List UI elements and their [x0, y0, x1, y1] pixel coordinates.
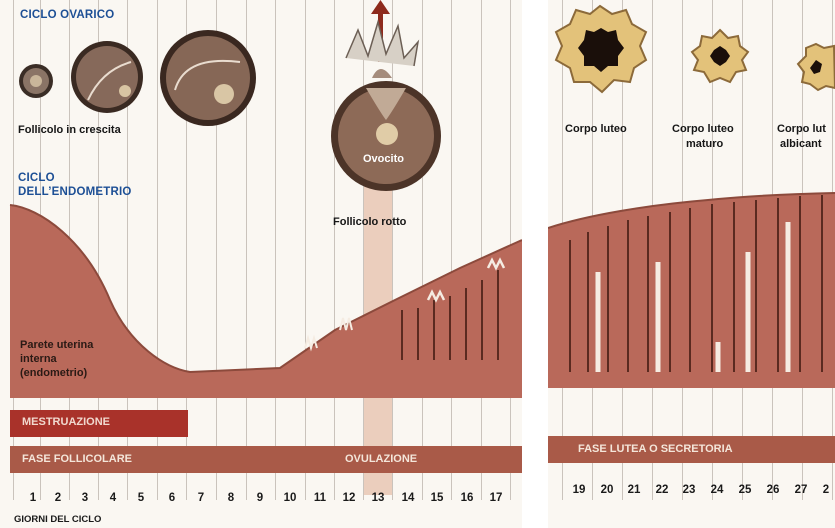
day-label: 22 [651, 484, 673, 496]
day-label: 3 [74, 492, 96, 504]
follicular-phase-bar: FASE FOLLICOLARE OVULAZIONE [10, 446, 522, 473]
follicular-phase-label: FASE FOLLICOLARE [22, 453, 132, 465]
day-label: 21 [623, 484, 645, 496]
oocyte-label: Ovocito [363, 153, 404, 165]
day-label: 25 [734, 484, 756, 496]
day-label: 16 [456, 492, 478, 504]
day-label: 24 [706, 484, 728, 496]
day-label: 2 [47, 492, 69, 504]
day-label: 12 [338, 492, 360, 504]
mature-corpus-luteum [692, 30, 748, 82]
endometrium-label-line1: Parete uterina [20, 339, 93, 351]
corpus-albicans-label-line1: Corpo lut [777, 123, 826, 135]
day-label: 4 [102, 492, 124, 504]
left-panel: CICLO OVARICO Follicolo in crescita CICL… [0, 0, 522, 528]
day-label: 7 [190, 492, 212, 504]
ovarian-cycle-heading: CICLO OVARICO [20, 9, 114, 21]
right-panel: Corpo luteo Corpo luteo maturo Corpo lut… [548, 0, 835, 528]
corpus-luteum [556, 6, 646, 92]
day-label: 26 [762, 484, 784, 496]
day-label: 27 [790, 484, 812, 496]
day-label: 20 [596, 484, 618, 496]
endometrium-heading-line2: DELL’ENDOMETRIO [18, 186, 132, 198]
ovulation-label: OVULAZIONE [345, 453, 417, 465]
luteal-phase-bar: FASE LUTEA O SECRETORIA [548, 436, 835, 463]
endometrium-heading-line1: CICLO [18, 172, 55, 184]
menstruation-bar: MESTRUAZIONE [10, 410, 188, 437]
mature-corpus-luteum-label-line1: Corpo luteo [672, 123, 734, 135]
follicle-medium [71, 41, 143, 113]
menstruation-label: MESTRUAZIONE [22, 416, 110, 428]
growing-follicle-label: Follicolo in crescita [18, 124, 121, 136]
day-label: 1 [22, 492, 44, 504]
day-label: 19 [568, 484, 590, 496]
ruptured-follicle [331, 22, 441, 191]
day-label: 2 [815, 484, 835, 496]
day-label: 23 [678, 484, 700, 496]
day-label: 6 [161, 492, 183, 504]
panel-gap [522, 0, 548, 528]
day-label: 8 [220, 492, 242, 504]
corpus-luteum-label: Corpo luteo [565, 123, 627, 135]
corpus-albicans [798, 44, 835, 90]
follicle-small [19, 64, 53, 98]
day-label: 15 [426, 492, 448, 504]
day-label: 5 [130, 492, 152, 504]
endometrium-label-line2: interna [20, 353, 57, 365]
day-label: 13 [367, 492, 389, 504]
endometrium-label-line3: (endometrio) [20, 367, 87, 379]
day-label: 17 [485, 492, 507, 504]
day-label: 10 [279, 492, 301, 504]
ruptured-follicle-label: Follicolo rotto [333, 216, 406, 228]
day-label: 14 [397, 492, 419, 504]
axis-label: GIORNI DEL CICLO [14, 514, 101, 525]
follicle-large [160, 30, 256, 126]
day-label: 9 [249, 492, 271, 504]
mature-corpus-luteum-label-line2: maturo [686, 138, 723, 150]
endometrium-right [548, 193, 835, 388]
day-label: 11 [309, 492, 331, 504]
corpus-albicans-label-line2: albicant [780, 138, 822, 150]
luteal-phase-label: FASE LUTEA O SECRETORIA [578, 443, 733, 455]
